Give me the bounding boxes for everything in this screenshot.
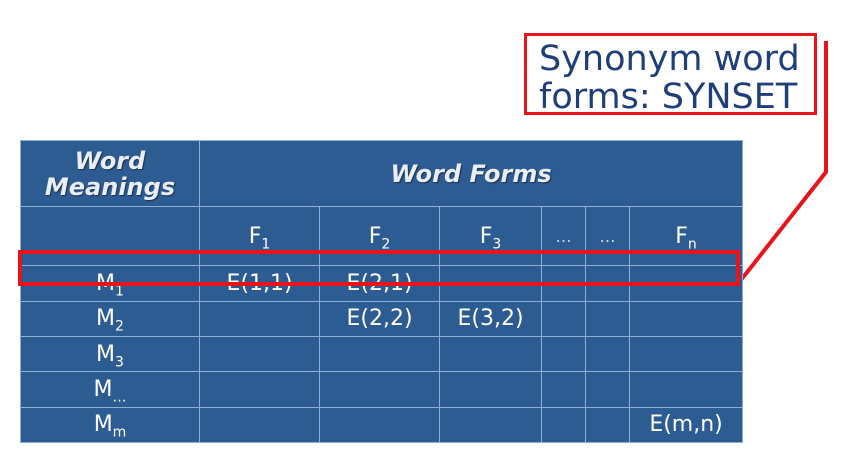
table-cell (628, 335, 744, 373)
table-cell (199, 300, 320, 337)
table-row: M2 E(2,2)E(3,2) (20, 300, 744, 337)
table-cell (541, 406, 586, 444)
table-cell: E(2,2) (319, 300, 440, 337)
table-cell (199, 335, 320, 373)
table-cell (585, 300, 630, 337)
table-cell (199, 406, 320, 444)
table-row: M… (20, 371, 744, 408)
table-cell (439, 406, 542, 444)
table-cell (319, 371, 440, 408)
form-label-4: … (541, 205, 586, 267)
table-cell (319, 335, 440, 373)
table-cell (541, 300, 586, 337)
table-cell (439, 371, 542, 408)
table-cell (585, 371, 630, 408)
meaning-label: M2 (20, 300, 200, 337)
meanings-header-line-1: Word (74, 146, 146, 175)
table-cell (541, 371, 586, 408)
word-forms-header: Word Forms (198, 140, 744, 207)
callout-line-1: Synonym word (539, 39, 800, 79)
table-cell (628, 300, 744, 337)
meaning-label: M… (20, 371, 200, 408)
meaning-label: Mm (20, 406, 200, 444)
table-row: Mm E(m,n) (20, 406, 744, 444)
table-cell (585, 335, 630, 373)
table-cell (585, 406, 630, 444)
callout-line-2: forms: SYNSET (539, 77, 798, 117)
word-meanings-header: Word Meanings (20, 140, 200, 207)
synset-callout: Synonym word forms: SYNSET (524, 33, 817, 117)
table-cell: E(3,2) (439, 300, 542, 337)
synset-highlight-box (18, 250, 740, 286)
table-cell (628, 371, 744, 408)
table-cell (439, 335, 542, 373)
meaning-label: M3 (20, 335, 200, 373)
table-cell (319, 406, 440, 444)
table-row: M3 (20, 335, 744, 373)
table-header-row: Word Meanings Word Forms (20, 140, 744, 207)
table-cell (199, 371, 320, 408)
table-cell (541, 335, 586, 373)
corner-cell (20, 205, 200, 267)
meanings-header-line-2: Meanings (44, 172, 176, 201)
table-cell: E(m,n) (628, 406, 744, 444)
